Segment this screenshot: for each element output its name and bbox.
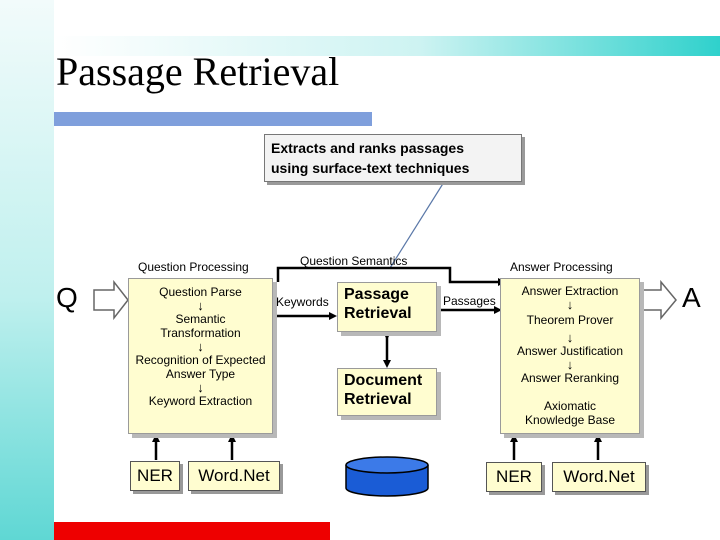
passage-retrieval-box: Passage Retrieval: [337, 282, 437, 332]
callout-line-2: using surface-text techniques: [271, 160, 470, 176]
step-semantic-transformation: Semantic Transformation: [160, 312, 241, 340]
step-answer-justification: Answer Justification: [516, 344, 624, 358]
question-semantics-connector: [276, 266, 506, 286]
document-retrieval-box: Document Retrieval: [337, 368, 437, 416]
wordnet-left-box: Word.Net: [188, 461, 280, 491]
down-arrow-icon: ↓: [197, 339, 204, 354]
down-arrow-icon: ↓: [197, 380, 204, 395]
answer-processing-panel: Answer Extraction ↓ Theorem Prover ↓ Ans…: [500, 278, 640, 434]
title-underline-bar: [54, 112, 372, 126]
document-retrieval-label: Document Retrieval: [344, 372, 423, 408]
question-processing-header: Question Processing: [138, 260, 249, 274]
passage-retrieval-callout: Extracts and ranks passages using surfac…: [264, 134, 522, 182]
step-answer-reranking: Answer Reranking: [520, 371, 620, 385]
input-block-arrow: [93, 279, 129, 321]
keywords-label: Keywords: [276, 295, 329, 309]
down-arrow-icon: ↓: [566, 297, 574, 312]
down-arrow-icon: ↓: [197, 298, 204, 313]
left-gradient-band: [0, 0, 54, 540]
passage-retrieval-label: Passage Retrieval: [344, 286, 412, 322]
wordnet-right-box: Word.Net: [552, 462, 646, 492]
step-answer-extraction: Answer Extraction: [521, 284, 619, 298]
callout-line-1: Extracts and ranks passages: [271, 140, 464, 156]
question-semantics-label: Question Semantics: [300, 254, 408, 268]
step-question-parse: Question Parse: [159, 285, 242, 299]
ner-left-box: NER: [130, 461, 180, 491]
database-cylinder: [345, 456, 429, 497]
question-processing-panel: Question Parse ↓ Semantic Transformation…: [128, 278, 273, 434]
question-input-label: Q: [56, 282, 78, 313]
step-keyword-extraction: Keyword Extraction: [148, 394, 253, 408]
slide-title: Passage Retrieval: [56, 49, 340, 94]
answer-output-label: A: [682, 282, 701, 313]
callout-pointer-line: [389, 181, 445, 269]
ner-right-box: NER: [486, 462, 542, 492]
down-arrow-icon: ↓: [566, 330, 574, 345]
bottom-accent-bar: [54, 522, 330, 540]
answer-processing-header: Answer Processing: [510, 260, 613, 274]
step-theorem-prover: Theorem Prover: [526, 313, 614, 327]
top-gradient-band: [54, 36, 720, 56]
down-arrow-icon: ↓: [566, 357, 574, 372]
step-expected-answer-type: Recognition of Expected Answer Type: [135, 353, 266, 381]
output-block-arrow: [640, 279, 677, 321]
passages-label: Passages: [443, 294, 496, 308]
step-axiomatic-knowledge-base: Axiomatic Knowledge Base: [524, 399, 616, 427]
